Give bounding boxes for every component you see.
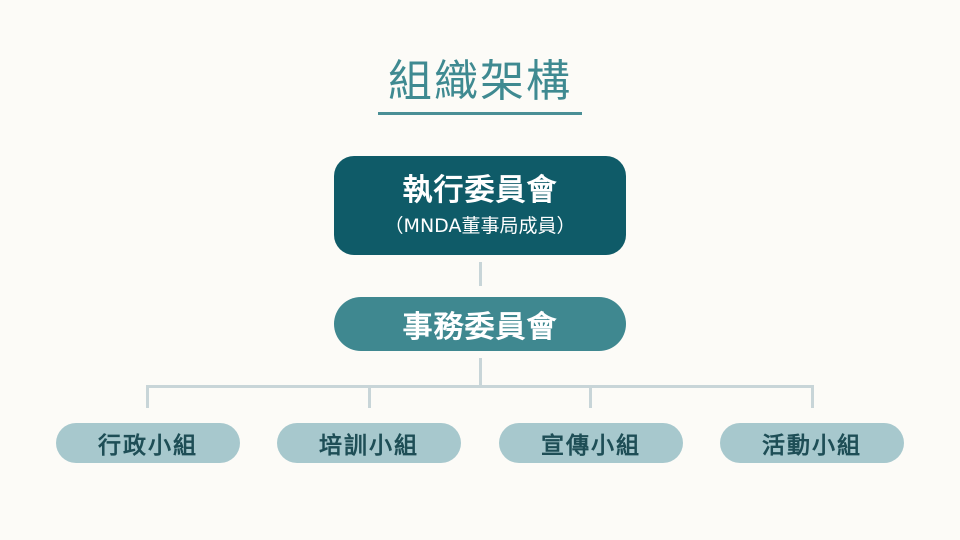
group-activities: 活動小組 <box>720 423 904 463</box>
connector-exec-to-affairs <box>479 262 482 286</box>
group-label: 宣傳小組 <box>541 433 641 459</box>
group-training: 培訓小組 <box>277 423 461 463</box>
executive-committee-subtitle: （MNDA董事局成員） <box>384 214 576 237</box>
connector-to-group-2 <box>368 385 371 408</box>
executive-committee-box: 執行委員會 （MNDA董事局成員） <box>334 156 626 255</box>
connector-to-group-1 <box>146 385 149 408</box>
group-administration: 行政小組 <box>56 423 240 463</box>
group-label: 行政小組 <box>98 433 198 459</box>
affairs-committee-label: 事務委員會 <box>402 310 558 345</box>
group-publicity: 宣傳小組 <box>499 423 683 463</box>
connector-horizontal-bar <box>146 385 814 388</box>
title-underline <box>378 112 582 115</box>
connector-to-group-3 <box>589 385 592 408</box>
affairs-committee-box: 事務委員會 <box>334 297 626 351</box>
executive-committee-label: 執行委員會 <box>402 172 558 208</box>
group-label: 活動小組 <box>762 433 862 459</box>
connector-to-group-4 <box>811 385 814 408</box>
diagram-title: 組織架構 <box>388 56 572 107</box>
group-label: 培訓小組 <box>319 433 419 459</box>
connector-affairs-down <box>479 358 482 387</box>
